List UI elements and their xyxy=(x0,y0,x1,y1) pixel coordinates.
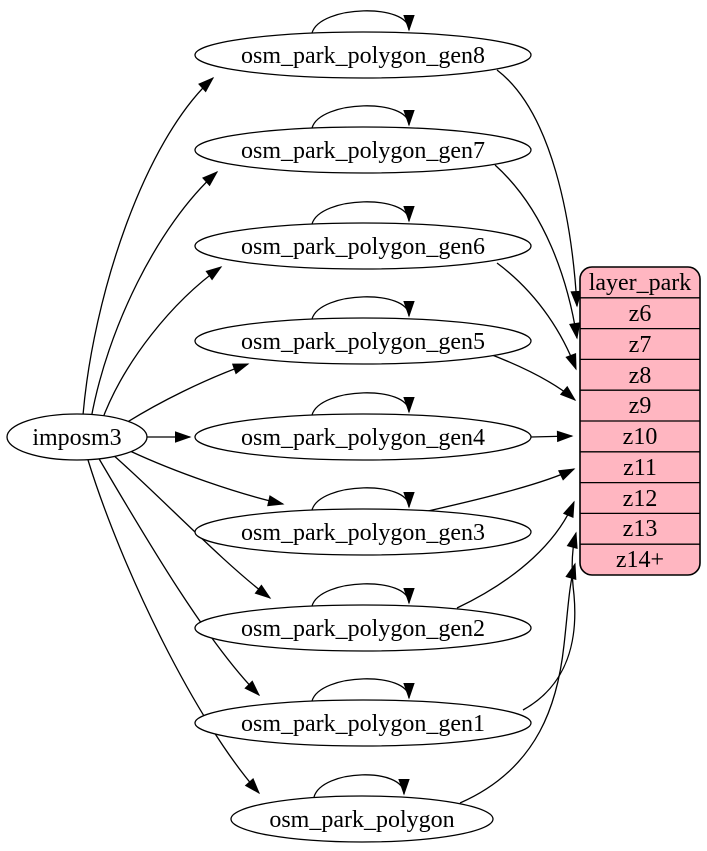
self-loop-gen3 xyxy=(311,487,409,511)
layer-row-z6: z6 xyxy=(629,301,652,327)
self-loop-gen7 xyxy=(311,105,409,129)
edge-imposm3-gen7 xyxy=(90,172,217,420)
gen1-ellipse xyxy=(194,699,532,747)
edge-gen4-z10 xyxy=(530,436,572,437)
self-loop-gen5 xyxy=(311,296,409,320)
edge-gen6-z8 xyxy=(496,262,577,369)
node-osm-park-polygon-gen1: osm_park_polygon_gen1 xyxy=(194,699,532,747)
gen3-label: osm_park_polygon_gen3 xyxy=(241,520,485,546)
layer-row-z11: z11 xyxy=(623,455,657,481)
edge-imposm3-gen8 xyxy=(82,78,213,416)
gen7-label: osm_park_polygon_gen7 xyxy=(241,138,485,164)
node-osm-park-polygon-gen2: osm_park_polygon_gen2 xyxy=(194,604,532,652)
layer-row-z7: z7 xyxy=(629,332,652,358)
edges-from-imposm3 xyxy=(82,78,283,793)
layer-row-z13: z13 xyxy=(623,516,658,542)
edge-polygon-z14 xyxy=(459,564,575,804)
edge-gen3-z11 xyxy=(427,469,574,512)
layer-row-z9: z9 xyxy=(629,393,652,419)
layer-row-z8: z8 xyxy=(629,363,652,389)
edge-imposm3-gen1 xyxy=(97,456,259,695)
gen8-label: osm_park_polygon_gen8 xyxy=(241,43,485,69)
imposm3-label: imposm3 xyxy=(32,425,121,451)
edge-imposm3-gen5 xyxy=(117,363,248,429)
edge-imposm3-gen6 xyxy=(100,267,221,424)
self-loop-gen6 xyxy=(311,201,409,225)
layer-park-title: layer_park xyxy=(589,270,692,296)
gen3-ellipse xyxy=(194,508,532,556)
gen7-ellipse xyxy=(194,126,532,174)
self-loop-edges xyxy=(311,10,409,798)
edge-imposm3-polygon xyxy=(87,459,259,793)
node-osm-park-polygon-gen5: osm_park_polygon_gen5 xyxy=(194,317,532,365)
edge-gen5-z9 xyxy=(486,352,575,400)
node-osm-park-polygon-gen7: osm_park_polygon_gen7 xyxy=(194,126,532,174)
layer-row-z12: z12 xyxy=(623,486,658,512)
self-loop-gen2 xyxy=(311,583,409,607)
polygon-label: osm_park_polygon xyxy=(269,807,454,833)
node-osm-park-polygon-gen3: osm_park_polygon_gen3 xyxy=(194,508,532,556)
gen5-ellipse xyxy=(194,317,532,365)
gen5-label: osm_park_polygon_gen5 xyxy=(241,329,485,355)
edge-gen7-z7 xyxy=(494,164,577,338)
layer-park-node: layer_park z6 z7 z8 z9 z10 z11 z12 z13 z… xyxy=(579,266,701,576)
edge-gen2-z12 xyxy=(456,502,575,609)
node-imposm3: imposm3 xyxy=(6,413,148,461)
gen2-ellipse xyxy=(194,604,532,652)
self-loop-gen8 xyxy=(311,10,409,34)
edge-gen8-z6 xyxy=(496,69,577,306)
edge-imposm3-gen2 xyxy=(111,453,270,598)
gen6-ellipse xyxy=(194,222,532,270)
polygon-ellipse xyxy=(230,795,494,843)
edges-to-layer-park xyxy=(427,69,577,804)
layer-row-z14: z14+ xyxy=(616,547,664,573)
node-osm-park-polygon-gen4: osm_park_polygon_gen4 xyxy=(194,413,532,461)
self-loop-polygon xyxy=(313,774,404,798)
gen4-label: osm_park_polygon_gen4 xyxy=(241,425,485,451)
node-osm-park-polygon-gen6: osm_park_polygon_gen6 xyxy=(194,222,532,270)
layer-row-z10: z10 xyxy=(623,424,658,450)
node-osm-park-polygon-gen8: osm_park_polygon_gen8 xyxy=(194,31,532,79)
self-loop-gen4 xyxy=(311,392,409,416)
gen1-label: osm_park_polygon_gen1 xyxy=(241,711,485,737)
edge-imposm3-gen3 xyxy=(129,450,283,504)
self-loop-gen1 xyxy=(311,678,409,702)
imposm3-ellipse xyxy=(6,413,148,461)
gen2-label: osm_park_polygon_gen2 xyxy=(241,616,485,642)
edge-gen1-z13 xyxy=(522,533,576,711)
gen8-ellipse xyxy=(194,31,532,79)
gen6-label: osm_park_polygon_gen6 xyxy=(241,234,485,260)
node-osm-park-polygon: osm_park_polygon xyxy=(230,795,494,843)
gen4-ellipse xyxy=(194,413,532,461)
